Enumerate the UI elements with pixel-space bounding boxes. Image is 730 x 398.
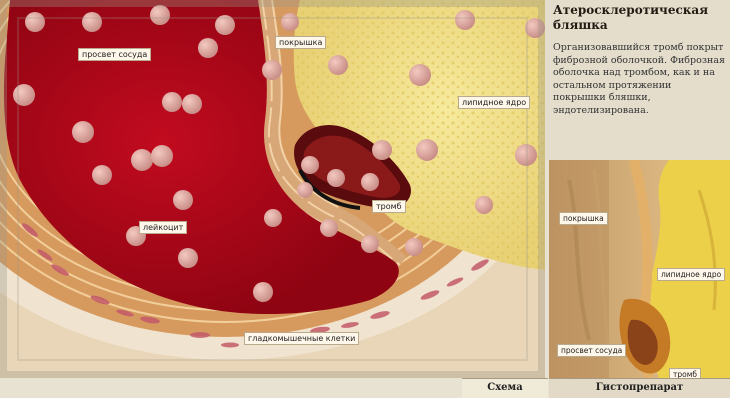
panel-title: Атеросклеротическая бляшка xyxy=(553,3,728,33)
label-cover: покрышка xyxy=(275,36,326,49)
histo-label-lumen: просвет сосуда xyxy=(557,344,626,357)
label-blood-flow: просвет сосуда xyxy=(78,48,151,61)
tab-histo[interactable]: Гистопрепарат xyxy=(549,378,730,398)
label-lipid-core: липидное ядро xyxy=(458,96,530,109)
label-thrombus: тромб xyxy=(372,200,406,213)
histology-image: покрышка липидное ядро просвет сосуда тр… xyxy=(549,160,730,378)
label-leukocyte: лейкоцит xyxy=(139,221,187,234)
tab-scheme[interactable]: Схема xyxy=(462,378,548,398)
histo-label-thrombus: тромб xyxy=(669,368,701,378)
label-smooth-muscle: гладкомышечные клетки xyxy=(244,332,359,345)
panel-description: Организовавшийся тромб покрыт фиброзной … xyxy=(553,42,725,117)
description-panel: Атеросклеротическая бляшка Организовавши… xyxy=(545,0,730,160)
histo-label-cover: покрышка xyxy=(559,212,608,225)
scheme-illustration: просвет сосуда покрышка липидное ядро тр… xyxy=(0,0,545,378)
histo-label-lipid-core: липидное ядро xyxy=(657,268,725,281)
